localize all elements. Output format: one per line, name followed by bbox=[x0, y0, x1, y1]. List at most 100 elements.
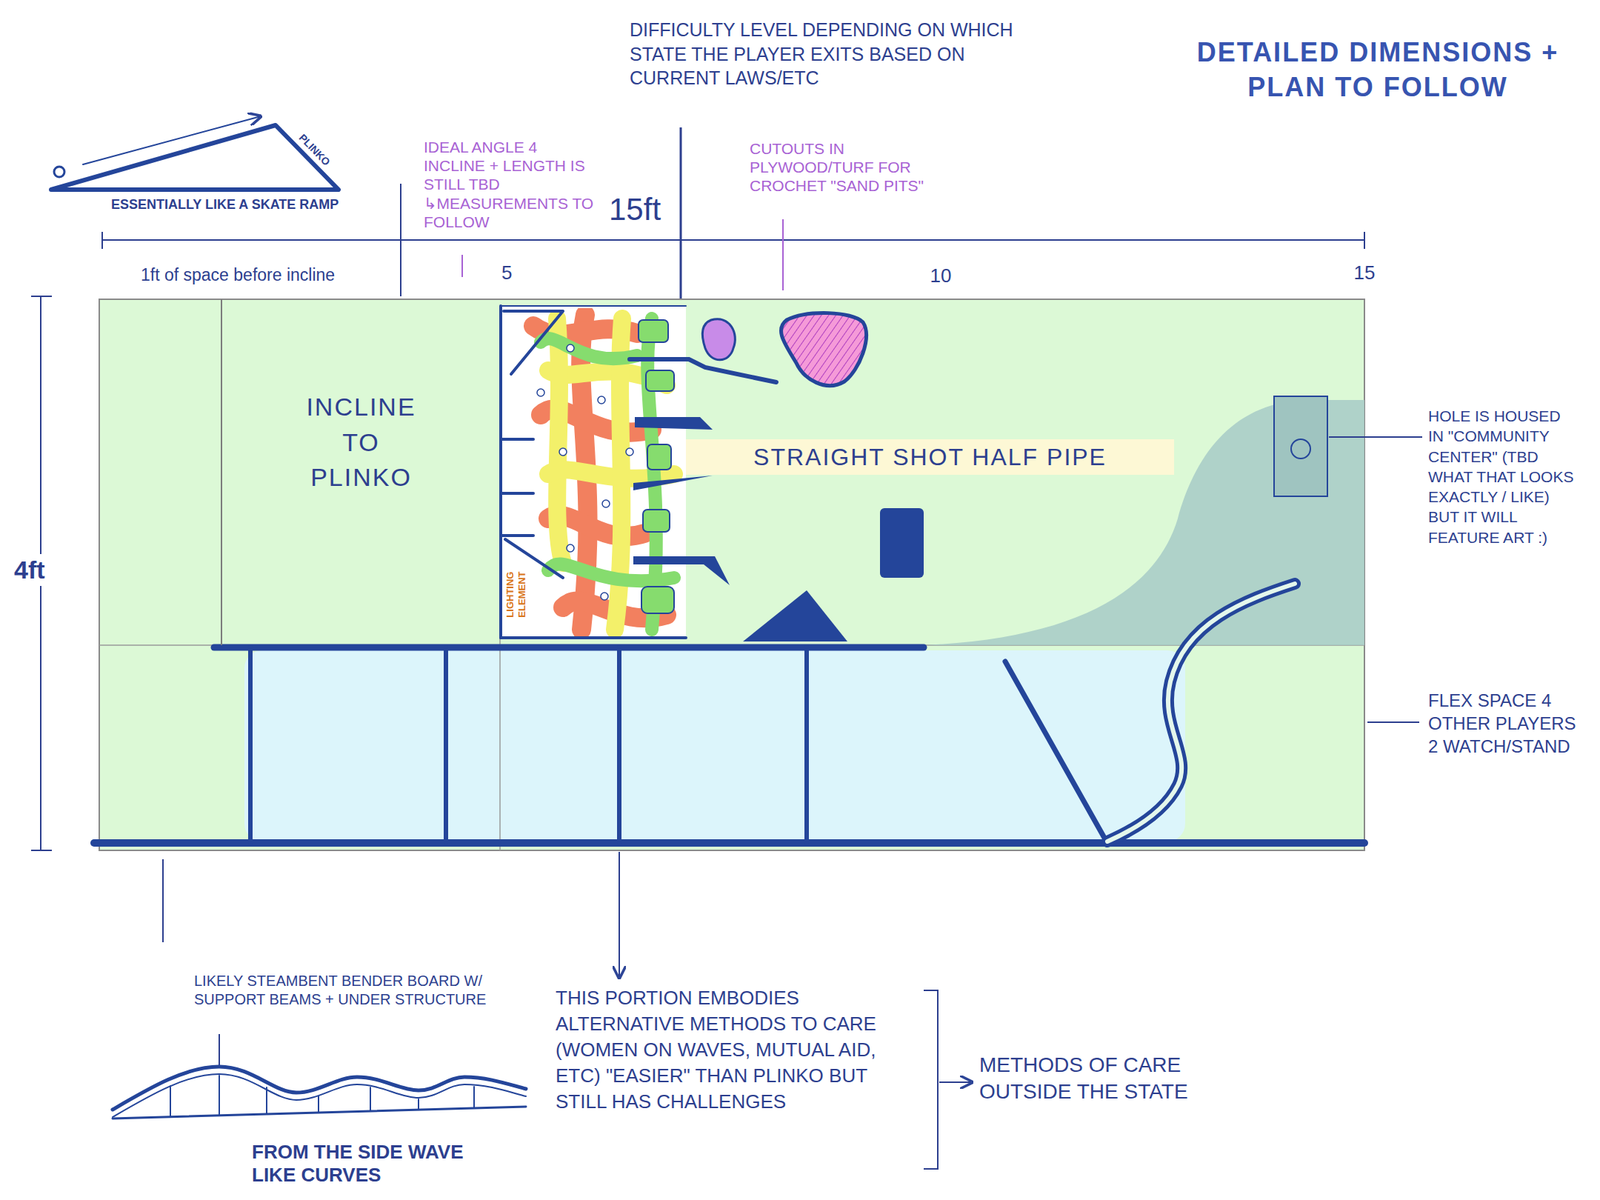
dimension-lines bbox=[31, 849, 52, 852]
community-center bbox=[1291, 439, 1311, 459]
leader-lines bbox=[1367, 721, 1420, 723]
plinko-board bbox=[502, 534, 534, 538]
ramp-caption: ESSENTIALLY LIKE A SKATE RAMP bbox=[111, 197, 339, 214]
plinko-board bbox=[638, 320, 669, 343]
plinko-board bbox=[559, 448, 567, 456]
leader-lines bbox=[1328, 436, 1423, 438]
wave-track bbox=[94, 839, 1365, 847]
wave-track bbox=[443, 647, 449, 843]
dimension-label: 15ft bbox=[608, 191, 661, 229]
plinko-board bbox=[566, 344, 575, 352]
plinko-board bbox=[500, 305, 686, 307]
leader-lines bbox=[162, 859, 164, 943]
dimension-label: 4ft bbox=[11, 554, 48, 586]
wave-track bbox=[214, 644, 924, 652]
plinko-board bbox=[638, 320, 675, 614]
wave-side-sketch bbox=[417, 1099, 420, 1109]
wave-side-sketch bbox=[112, 1074, 526, 1118]
wave-track bbox=[248, 647, 253, 843]
plinko-board bbox=[499, 305, 503, 638]
plinko-board bbox=[602, 500, 610, 508]
crochet-sand-pits bbox=[780, 313, 866, 386]
wave-side-sketch bbox=[265, 1087, 268, 1114]
dimension-lines bbox=[101, 231, 103, 249]
leader-lines bbox=[939, 1081, 972, 1083]
care-summary: METHODS OF CARE OUTSIDE THE STATE bbox=[979, 1051, 1224, 1106]
bumpers bbox=[634, 417, 713, 430]
ramp-sketch bbox=[82, 116, 261, 165]
material-note: LIKELY STEAMBENT BENDER BOARD W/ SUPPORT… bbox=[194, 971, 491, 1009]
dimension-lines bbox=[31, 127, 1365, 851]
ramp-sketch bbox=[54, 166, 65, 178]
bumpers bbox=[742, 590, 848, 642]
wave-track bbox=[1107, 583, 1295, 842]
bumpers bbox=[880, 508, 924, 578]
plinko-board bbox=[566, 544, 575, 552]
plinko-board bbox=[537, 388, 545, 397]
half-pipe-band: STRAIGHT SHOT HALF PIPE bbox=[685, 439, 1175, 475]
wave-side-sketch bbox=[112, 1066, 526, 1119]
leader-lines bbox=[162, 437, 1423, 1169]
plan-title: DETAILED DIMENSIONS + PLAN TO FOLLOW bbox=[1194, 35, 1562, 106]
leader-lines bbox=[218, 1034, 220, 1066]
node-text: INCLINE TO PLINKO bbox=[300, 389, 423, 496]
plinko-board bbox=[641, 586, 675, 614]
plinko-board bbox=[533, 314, 675, 630]
node-text: STRAIGHT SHOT HALF PIPE bbox=[753, 443, 1107, 472]
hole-note: HOLE IS HOUSED IN "COMMUNITY CENTER" (TB… bbox=[1428, 405, 1580, 548]
dimension-note: 1ft of space before incline bbox=[140, 265, 335, 286]
wave-track bbox=[804, 647, 809, 843]
plinko-board bbox=[647, 444, 672, 470]
dimension-lines bbox=[461, 254, 463, 278]
plinko-board bbox=[625, 448, 634, 456]
plinko-board bbox=[500, 305, 686, 638]
dimension-lines bbox=[31, 295, 52, 298]
crochet-sand-pits bbox=[702, 319, 735, 360]
plinko-board bbox=[537, 344, 634, 600]
bumpers bbox=[633, 556, 730, 586]
game-board bbox=[499, 637, 501, 851]
bumpers bbox=[633, 475, 713, 491]
incline-zone: INCLINE TO PLINKO bbox=[220, 299, 500, 646]
wave-track bbox=[1107, 583, 1295, 842]
game-board bbox=[99, 299, 1365, 851]
wave-side-sketch bbox=[473, 1086, 475, 1108]
plinko-board bbox=[502, 437, 534, 441]
plinko-board bbox=[645, 370, 675, 392]
difficulty-note: DIFFICULTY LEVEL DEPENDING ON WHICH STAT… bbox=[629, 17, 1034, 91]
game-board bbox=[99, 299, 1365, 851]
dimension-lines bbox=[400, 183, 402, 297]
wave-track bbox=[617, 647, 622, 843]
crochet-sand-pits bbox=[780, 313, 866, 386]
plinko-board bbox=[500, 636, 686, 640]
plinko-board bbox=[557, 318, 563, 563]
scale-number: 10 bbox=[930, 264, 952, 288]
wave-side-sketch bbox=[369, 1087, 372, 1111]
crochet-sand-pits bbox=[702, 313, 866, 386]
plinko-board bbox=[500, 305, 686, 638]
wave-side-sketch bbox=[317, 1096, 320, 1112]
scale-number: 5 bbox=[501, 261, 512, 285]
ramp-sketch bbox=[51, 116, 339, 190]
game-board bbox=[244, 650, 1186, 842]
plinko-board bbox=[642, 509, 670, 532]
bumpers bbox=[629, 359, 924, 642]
leader-lines bbox=[618, 851, 620, 978]
wave-side-sketch bbox=[169, 1085, 172, 1117]
leader-lines bbox=[923, 990, 938, 1169]
bumpers bbox=[629, 359, 777, 383]
care-note: THIS PORTION EMBODIES ALTERNATIVE METHOD… bbox=[555, 985, 912, 1115]
lighting-note: LIGHTING ELEMENT bbox=[503, 563, 529, 625]
wave-track bbox=[94, 583, 1365, 843]
wave-side-sketch bbox=[218, 1075, 220, 1115]
dimension-lines bbox=[1363, 231, 1366, 249]
wave-track bbox=[1005, 661, 1106, 840]
plinko-board bbox=[600, 592, 609, 600]
side-view-caption: FROM THE SIDE WAVE LIKE CURVES bbox=[251, 1140, 512, 1187]
flex-note: FLEX SPACE 4 OTHER PLAYERS 2 WATCH/STAND bbox=[1428, 688, 1580, 759]
dimension-lines bbox=[102, 239, 1365, 241]
dimension-lines bbox=[680, 127, 683, 301]
plinko-board bbox=[540, 338, 638, 359]
plinko-board bbox=[500, 305, 686, 638]
